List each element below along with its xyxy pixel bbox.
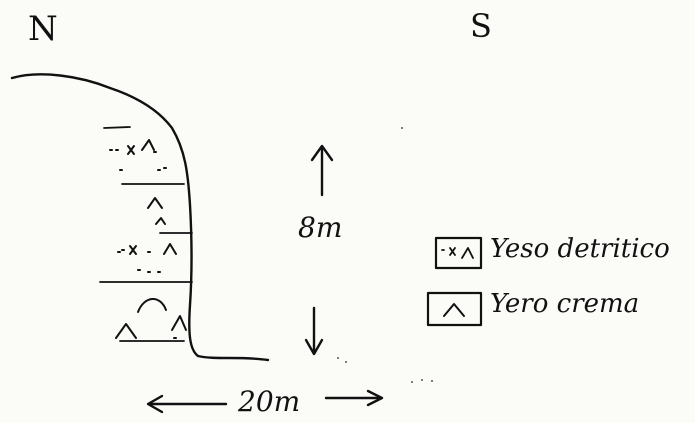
layer-boundaries [100,127,192,341]
cliff-profile [12,74,268,360]
width-scale-label: 20m [238,388,300,416]
height-scale-arrows [306,146,332,354]
legend-box-cream [428,293,481,325]
detritic-gypsum-layer-lower [118,244,176,272]
detritic-gypsum-layer-upper [110,140,166,170]
legend-label-cream-gypsum: Yero crema [490,291,639,317]
legend-box-detritic [436,238,481,268]
paper-specks [337,127,433,383]
cream-gypsum-layer [116,299,186,338]
north-label: N [28,12,58,46]
south-label: S [470,10,492,42]
legend-label-detritic-gypsum: Yeso detritico [490,236,670,262]
height-scale-label: 8m [298,214,342,242]
gypsum-caret-upper [148,198,165,224]
